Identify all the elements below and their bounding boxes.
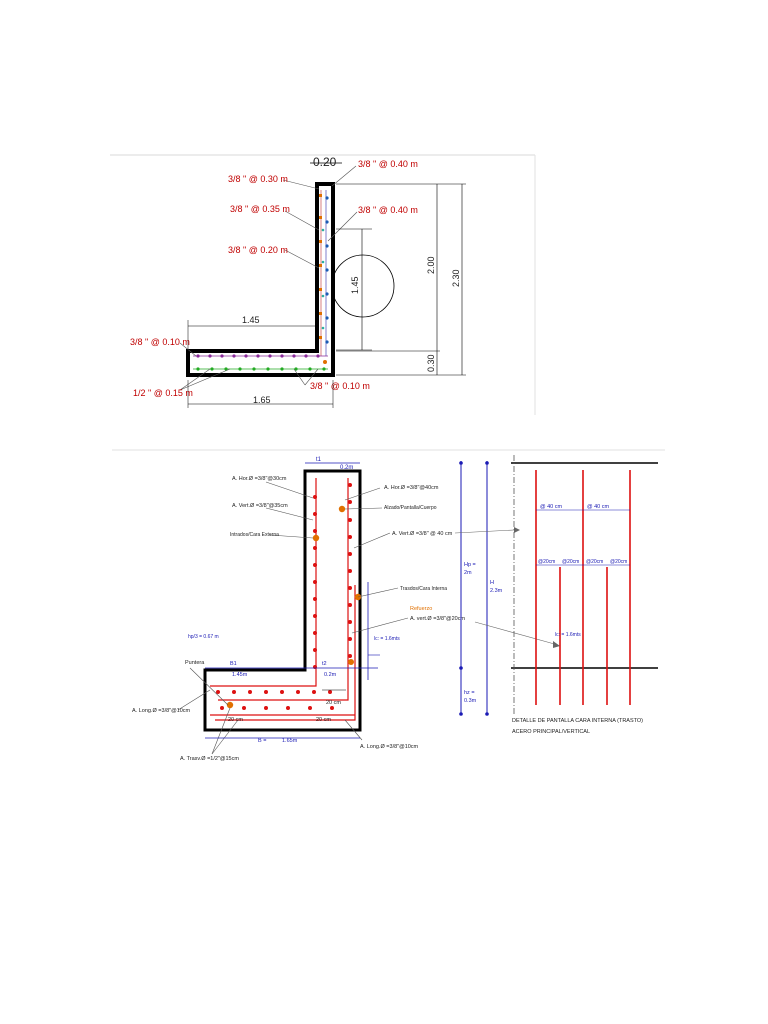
b-value: 1.65m — [282, 738, 298, 744]
rebar-label-020: 3/8 " @ 0.20 m — [228, 245, 288, 255]
base-width-dim: 1.65 — [253, 395, 271, 405]
footing-height-dim: 0.30 — [426, 354, 436, 372]
h-value: 2.3m — [490, 588, 503, 594]
alzado-label: Alzado/Pantalla/Cuerpo — [384, 505, 437, 511]
rebar-label-040-mid: 3/8 " @ 0.40 m — [358, 205, 418, 215]
avert1-label: A. Vert.Ø =3/8"@35cm — [232, 503, 288, 509]
ahor1-label: A. Hor.Ø =3/8"@30cm — [232, 476, 287, 482]
along2-label: A. Long.Ø =3/8"@10cm — [360, 744, 419, 750]
along1-label: A. Long.Ø =3/8"@10cm — [132, 708, 191, 714]
atrasv-label: A. Trasv.Ø =1/2"@15cm — [180, 756, 239, 762]
t1-label: t1 — [316, 457, 322, 463]
ahor2-label: A. Hor.Ø =3/8"@40cm — [384, 485, 439, 491]
dim-20cm-b: 20 cm — [228, 717, 243, 723]
dim-20cm-a: 20 cm — [326, 700, 341, 706]
t2-value: 0.2m — [324, 672, 337, 678]
puntera-label: Puntera — [185, 660, 205, 666]
top-thickness-dim: 0.20 — [313, 155, 337, 169]
wall-section-diagram: 0.20 3/8 " @ 0.30 m 3/8 " @ 0.35 m 3/8 "… — [110, 154, 536, 415]
spacing-20cm-d: @20cm — [610, 559, 627, 565]
rebar-label-040-top: 3/8 " @ 0.40 m — [358, 159, 418, 169]
lc-label: lc: = 1.6mts — [374, 636, 400, 642]
soil-pressure-circle — [331, 254, 395, 318]
spacing-20cm-c: @20cm — [586, 559, 603, 565]
h-label: H — [490, 580, 494, 586]
t1-value: 0.2m — [340, 465, 353, 471]
spacing-40cm-b: @ 40 cm — [587, 504, 610, 510]
hp3-label: hp/3 = 0.67 m — [188, 634, 219, 640]
intrados-label: Intrados/Cara Externa — [230, 532, 279, 538]
avert2-label: A. Vert.Ø =3/8" @ 40 cm — [392, 531, 453, 537]
spacing-40cm-a: @ 40 cm — [540, 504, 563, 510]
rebar-label-015: 1/2 " @ 0.15 m — [133, 388, 193, 398]
avert3-label: A. vert.Ø =3/8"@20cm — [410, 616, 465, 622]
detail-caption-1: DETALLE DE PANTALLA CARA INTERNA (TRASTO… — [512, 718, 643, 724]
hp-label: Hp = — [464, 562, 476, 568]
spacing-20cm-a: @20cm — [538, 559, 555, 565]
b-label: B = — [258, 738, 266, 744]
rebar-label-010-left: 3/8 " @ 0.10 m — [130, 337, 190, 347]
detail-caption-2: ACERO PRINCIPAL/VERTICAL — [512, 729, 590, 735]
rebar-label-035: 3/8 " @ 0.35 m — [230, 204, 290, 214]
hz-value: 0.3m — [464, 698, 477, 704]
circle-height-dim: 1.45 — [350, 276, 360, 294]
heel-width-dim: 1.45 — [242, 315, 260, 325]
wall-outline — [186, 182, 335, 377]
hp-value: 2m — [464, 570, 472, 576]
wall-outline-detail — [203, 469, 362, 732]
rebar-label-030: 3/8 " @ 0.30 m — [228, 174, 288, 184]
b1-value: 1.45m — [232, 672, 248, 678]
spacing-20cm-b: @20cm — [562, 559, 579, 565]
total-height-dim: 2.30 — [451, 269, 461, 287]
reinforcement-detail-diagram: t1 0.2m A. Hor.Ø =3/8"@30cm A. Vert.Ø =3… — [112, 449, 665, 762]
screen-detail-panel: @ 40 cm @ 40 cm @20cm @20cm @20cm @20cm … — [511, 455, 658, 735]
detail-lc-label: lc: = 1.6mts — [555, 632, 581, 638]
dim-20cm-c: 20 cm — [316, 717, 331, 723]
refuerzo-label: Refuerzo — [410, 606, 432, 612]
hz-label: hz = — [464, 690, 475, 696]
rebar-label-010-right: 3/8 " @ 0.10 m — [310, 381, 370, 391]
t2-label: t2 — [322, 661, 327, 667]
stem-height-dim: 2.00 — [426, 256, 436, 274]
b1-label: B1 — [230, 661, 237, 667]
trasdos-label: Trasdos/Cara Interna — [400, 586, 447, 592]
